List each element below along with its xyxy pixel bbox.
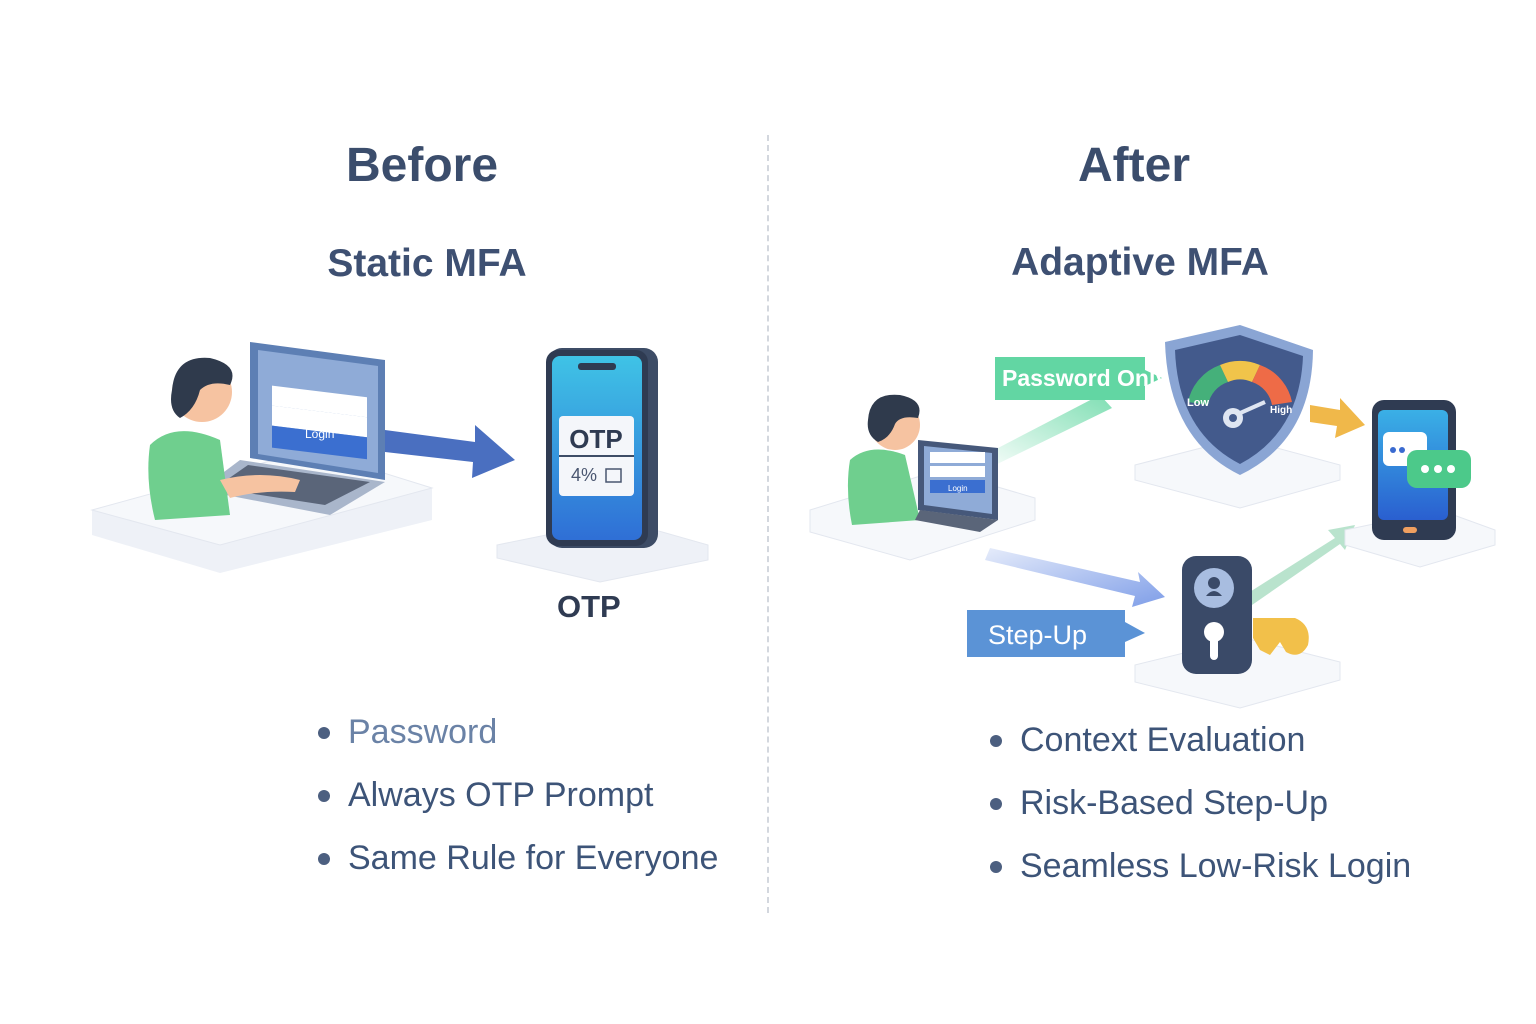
adaptive-mfa-illustration: Login Password Only Low High Step-Up [809,325,1496,709]
laptop-icon: Login [915,440,998,532]
step-up-label: Step-Up [967,610,1145,657]
bullet-item: Context Evaluation [990,720,1411,783]
svg-text:Step-Up: Step-Up [988,620,1087,650]
bullet-item: Same Rule for Everyone [318,838,718,901]
bullet-dot-icon [318,853,330,865]
bullet-item: Password [318,712,718,775]
phone-chat-icon [1372,400,1471,540]
bullet-item: Always OTP Prompt [318,775,718,838]
person-icon [148,357,300,520]
otp-caption: OTP [557,589,621,624]
laptop-login-button: Login [305,427,334,441]
password-only-path [975,395,1112,470]
gauge-arrow-icon [1310,398,1365,438]
phone-otp-code: 4% [571,465,597,485]
arrow-icon [385,425,515,478]
gauge-high-label: High [1270,405,1292,416]
divider [767,135,769,913]
adaptive-mfa-bullet-list: Context Evaluation Risk-Based Step-Up Se… [990,720,1411,909]
bullet-dot-icon [318,790,330,802]
static-mfa-bullet-list: Password Always OTP Prompt Same Rule for… [318,712,718,901]
bullet-item: Risk-Based Step-Up [990,783,1411,846]
person-icon [847,394,920,525]
gauge-low-label: Low [1187,397,1209,409]
bullet-dot-icon [990,861,1002,873]
bullet-dot-icon [990,735,1002,747]
shield-gauge-icon: Low High [1165,325,1313,475]
lock-to-phone-path [1245,525,1355,605]
before-title: Before [345,139,499,192]
phone-icon: OTP 4% [546,348,658,548]
static-mfa-subtitle: Static MFA [327,242,527,285]
bullet-dot-icon [318,727,330,739]
password-only-label: Password Only [995,357,1168,400]
static-mfa-illustration: Login OTP 4% [90,342,709,583]
svg-text:Password Only: Password Only [1002,365,1168,391]
phone-otp-label: OTP [569,424,622,454]
after-title: After [1077,139,1191,192]
laptop-login-button: Login [948,484,968,493]
adaptive-mfa-subtitle: Adaptive MFA [1011,241,1269,284]
step-up-path [985,548,1165,607]
bullet-dot-icon [990,798,1002,810]
bullet-item: Seamless Low-Risk Login [990,846,1411,909]
lock-key-icon [1182,556,1309,674]
